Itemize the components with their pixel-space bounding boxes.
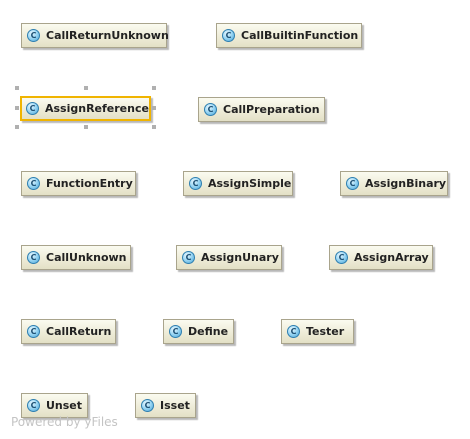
node-label: CallUnknown	[46, 251, 127, 264]
node-label: Unset	[46, 399, 83, 412]
class-node-isset[interactable]: C Isset	[135, 393, 196, 418]
node-label: FunctionEntry	[46, 177, 133, 190]
class-icon: C	[27, 29, 40, 42]
class-icon: C	[346, 177, 359, 190]
class-node-assign-unary[interactable]: C AssignUnary	[176, 245, 282, 270]
class-node-assign-reference[interactable]: C AssignReference	[20, 96, 151, 121]
class-icon: C	[27, 399, 40, 412]
node-label: AssignSimple	[208, 177, 292, 190]
node-label: Isset	[160, 399, 190, 412]
class-node-assign-simple[interactable]: C AssignSimple	[183, 171, 293, 196]
selection-handle[interactable]	[152, 125, 156, 129]
class-node-call-builtin-function[interactable]: C CallBuiltinFunction	[216, 23, 362, 48]
node-label: AssignUnary	[201, 251, 279, 264]
class-icon: C	[27, 177, 40, 190]
selection-handle[interactable]	[83, 86, 88, 90]
class-node-unset[interactable]: C Unset	[21, 393, 88, 418]
selection-handle[interactable]	[152, 105, 156, 110]
class-icon: C	[222, 29, 235, 42]
class-icon: C	[287, 325, 300, 338]
class-icon: C	[182, 251, 195, 264]
node-label: Tester	[306, 325, 345, 338]
class-icon: C	[169, 325, 182, 338]
selection-handle[interactable]	[15, 125, 19, 129]
node-label: AssignBinary	[365, 177, 447, 190]
class-node-call-preparation[interactable]: C CallPreparation	[198, 97, 325, 122]
class-node-call-unknown[interactable]: C CallUnknown	[21, 245, 131, 270]
class-icon: C	[189, 177, 202, 190]
node-label: CallBuiltinFunction	[241, 29, 359, 42]
selection-handle[interactable]	[15, 86, 19, 90]
class-icon: C	[27, 251, 40, 264]
node-label: CallReturnUnknown	[46, 29, 169, 42]
class-node-call-return-unknown[interactable]: C CallReturnUnknown	[21, 23, 169, 48]
class-icon: C	[141, 399, 154, 412]
class-node-define[interactable]: C Define	[163, 319, 234, 344]
node-label: AssignArray	[354, 251, 429, 264]
class-node-tester[interactable]: C Tester	[281, 319, 354, 344]
class-node-function-entry[interactable]: C FunctionEntry	[21, 171, 136, 196]
class-node-call-return[interactable]: C CallReturn	[21, 319, 116, 344]
class-icon: C	[27, 325, 40, 338]
selection-handle[interactable]	[152, 86, 156, 90]
node-label: CallReturn	[46, 325, 112, 338]
class-icon: C	[26, 102, 39, 115]
class-icon: C	[204, 103, 217, 116]
selection-handle[interactable]	[15, 105, 19, 110]
class-node-assign-array[interactable]: C AssignArray	[329, 245, 433, 270]
watermark-text: Powered by yFiles	[11, 415, 118, 429]
class-icon: C	[335, 251, 348, 264]
node-label: CallPreparation	[223, 103, 320, 116]
selection-handle[interactable]	[83, 125, 88, 129]
node-label: AssignReference	[45, 102, 149, 115]
node-label: Define	[188, 325, 229, 338]
class-node-assign-binary[interactable]: C AssignBinary	[340, 171, 448, 196]
